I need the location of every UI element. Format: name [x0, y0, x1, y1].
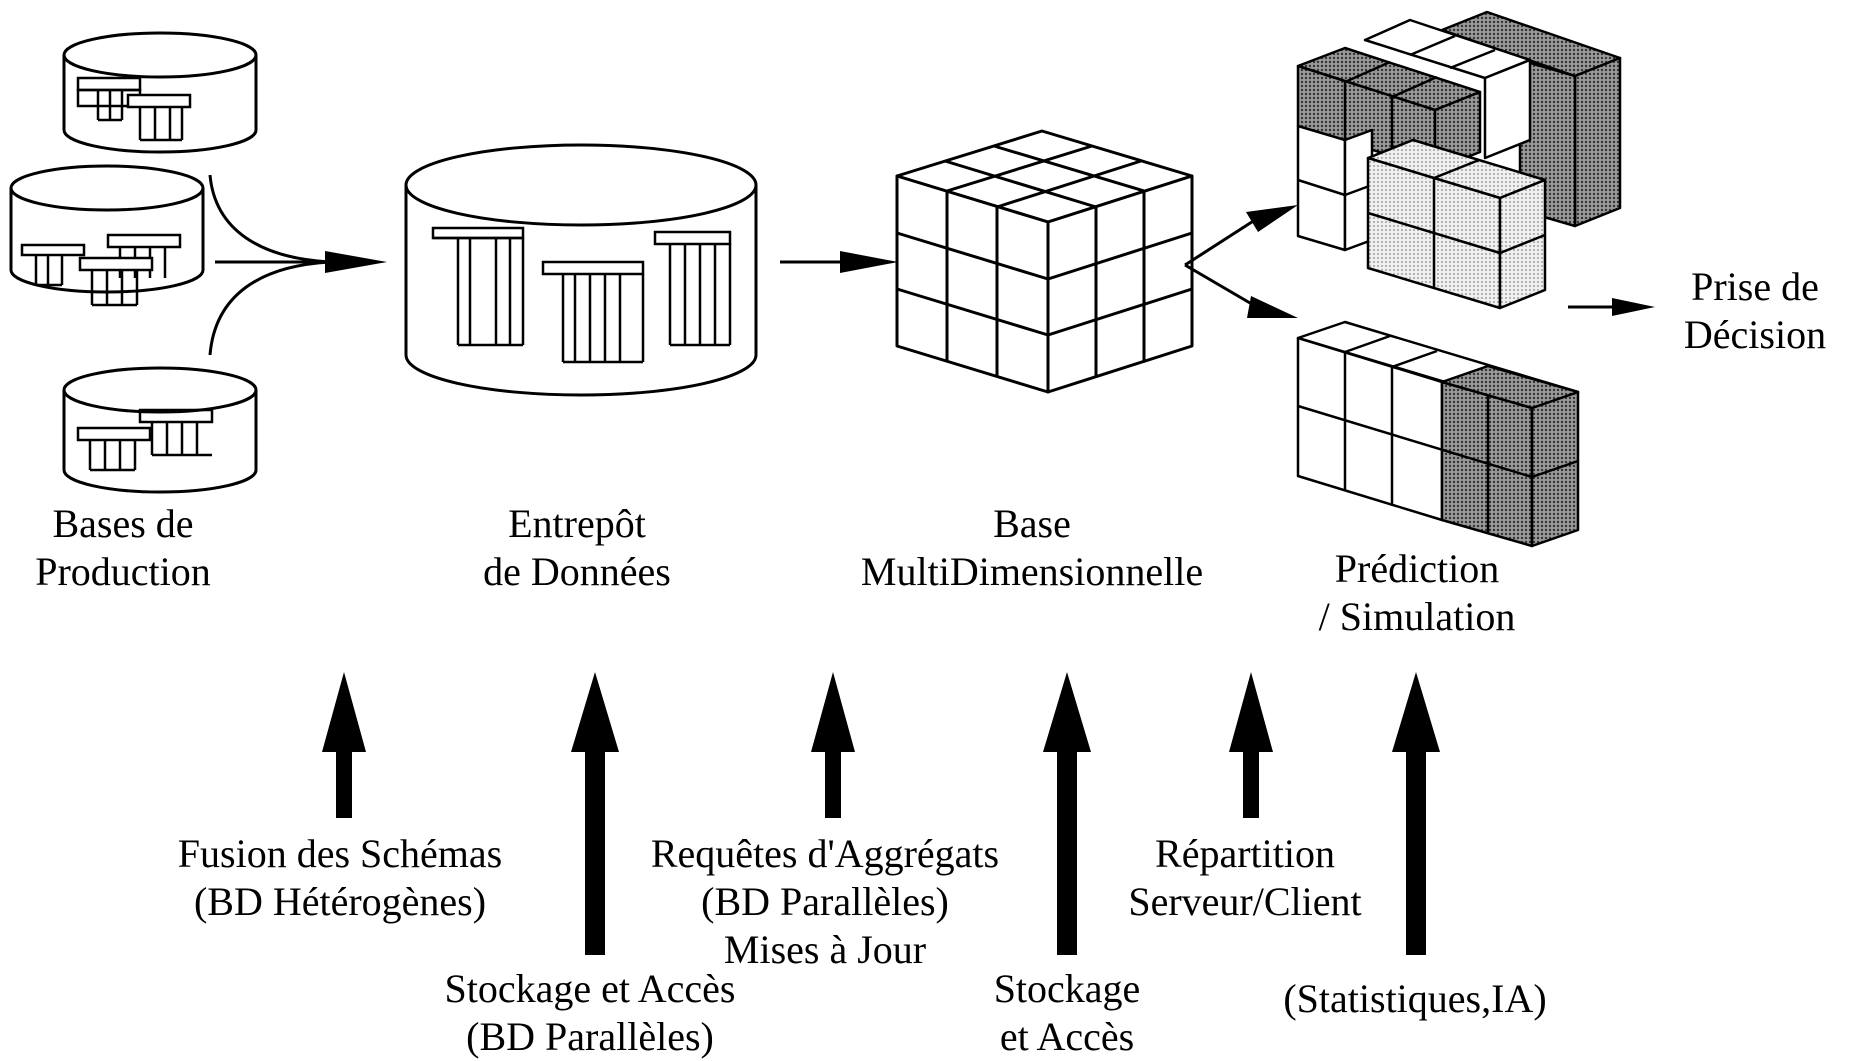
distribution-arrow-icon: [1229, 672, 1273, 818]
label-warehouse: Entrepôt de Données: [483, 501, 671, 594]
fusion-arrow-icon: [322, 672, 366, 818]
label-stats: (Statistiques,IA): [1283, 976, 1547, 1021]
label-decision: Prise de Décision: [1683, 264, 1827, 357]
label-prediction: Prédiction / Simulation: [1318, 546, 1516, 639]
fork-lines: [1184, 216, 1263, 312]
merge-curves: [208, 174, 331, 356]
label-fusion: Fusion des Schémas (BD Hétérogènes): [177, 831, 503, 924]
storage1-arrow-icon: [571, 672, 619, 955]
production-db-1: [62, 31, 258, 154]
warehouse-to-cube-arrow-icon: [840, 251, 898, 273]
prediction-cube-cluster: [1296, 10, 1622, 310]
label-multidim: Base MultiDimensionnelle: [860, 501, 1204, 594]
merge-arrow-icon: [325, 251, 387, 273]
fork-arrow-down-icon: [1247, 296, 1298, 318]
multidim-cube: [895, 129, 1194, 394]
label-production: Bases de Production: [35, 501, 211, 594]
decision-arrow-icon: [1612, 298, 1655, 316]
technique-arrows: [322, 672, 1440, 955]
label-storage2: Stockage et Accès: [993, 966, 1141, 1059]
warehouse-db: [404, 143, 758, 397]
storage2-arrow-icon: [1043, 672, 1091, 955]
label-storage1: Stockage et Accès (BD Parallèles): [444, 966, 736, 1059]
label-distribution: Répartition Serveur/Client: [1128, 831, 1362, 924]
aggregates-arrow-icon: [811, 672, 855, 818]
prediction-cube-row: [1296, 320, 1580, 548]
stats-arrow-icon: [1392, 672, 1440, 955]
fork-arrow-up-icon: [1246, 205, 1298, 232]
production-db-2: [9, 164, 205, 307]
production-db-3: [62, 366, 258, 494]
label-aggregates: Requêtes d'Aggrégats (BD Parallèles) Mis…: [650, 831, 1000, 972]
